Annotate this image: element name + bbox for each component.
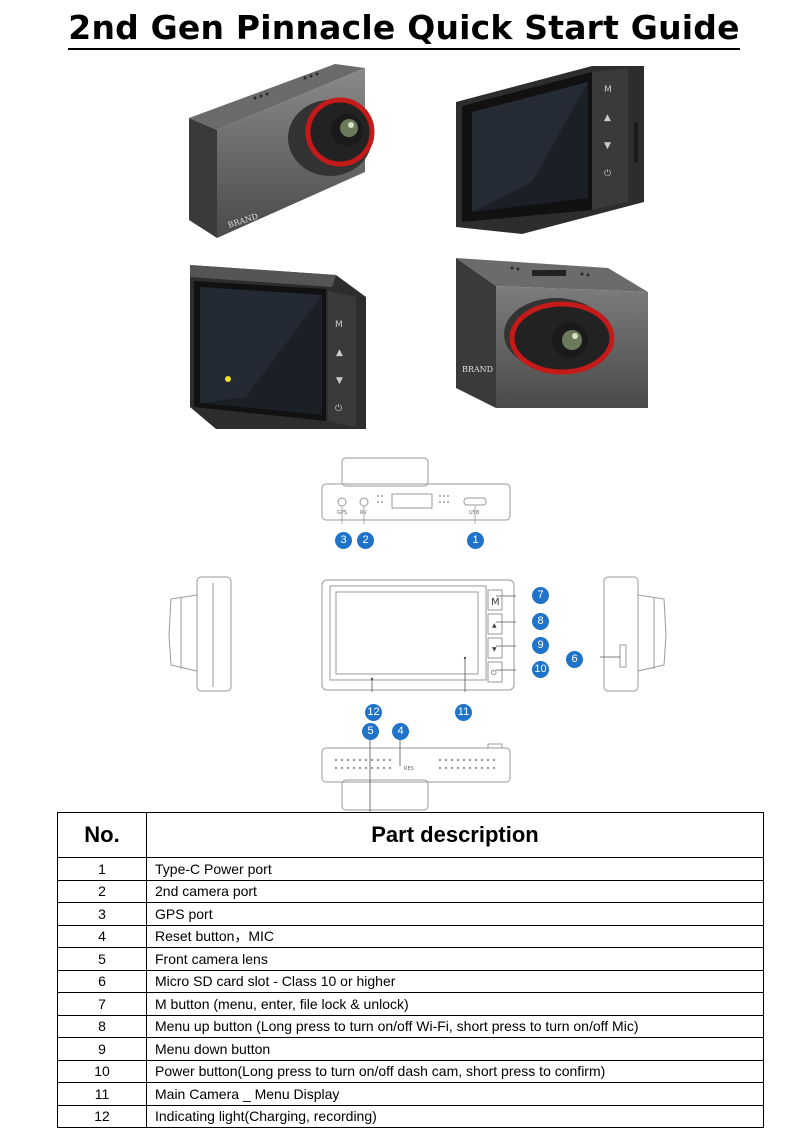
usb-label: USB — [469, 510, 480, 516]
m-button-glyph-2: M — [335, 320, 343, 330]
row-no: 6 — [57, 969, 147, 993]
down-button-diagram: ▼ — [492, 646, 497, 653]
page-title-text: 2nd Gen Pinnacle Quick Start Guide — [68, 8, 740, 50]
row-no: 2 — [57, 879, 147, 903]
row-desc: Micro SD card slot - Class 10 or higher — [146, 969, 764, 993]
row-desc: Menu down button — [146, 1037, 764, 1061]
up-button-glyph-2: ▲ — [336, 348, 343, 358]
callout-10: 10 — [532, 661, 549, 678]
row-desc: M button (menu, enter, file lock & unloc… — [146, 992, 764, 1016]
camera-photo-front-left: BRAND — [189, 64, 375, 238]
callout-12: 12 — [365, 704, 382, 721]
row-no: 11 — [57, 1082, 147, 1106]
row-no: 12 — [57, 1104, 147, 1128]
callout-2: 2 — [357, 532, 374, 549]
row-desc: Reset button，MIC — [146, 924, 764, 948]
row-no: 9 — [57, 1037, 147, 1061]
diagram-bottom-view: RES — [321, 738, 511, 812]
callout-4: 4 — [392, 723, 409, 740]
callout-5: 5 — [362, 723, 379, 740]
diagram-top-view: GPS RV USB — [321, 457, 511, 524]
row-no: 1 — [57, 857, 147, 881]
row-no: 8 — [57, 1014, 147, 1038]
res-label: RES — [404, 766, 414, 772]
row-desc: Indicating light(Charging, recording) — [146, 1104, 764, 1128]
row-no: 5 — [57, 947, 147, 971]
row-no: 4 — [57, 924, 147, 948]
diagram-rear-view: M ▲ ▼ ⏻ — [321, 579, 516, 692]
diagram-right-side — [600, 576, 667, 692]
up-button-diagram: ▲ — [492, 622, 497, 629]
callout-8: 8 — [532, 613, 549, 630]
page-title: 2nd Gen Pinnacle Quick Start Guide — [0, 8, 808, 50]
camera-photo-rear-left: M ▲ ▼ ⏻ — [190, 265, 366, 429]
row-desc: Menu up button (Long press to turn on/of… — [146, 1014, 764, 1038]
camera-photo-front-right: BRAND — [456, 258, 648, 408]
row-no: 3 — [57, 902, 147, 926]
m-button-diagram: M — [491, 597, 500, 608]
m-button-glyph: M — [604, 85, 612, 95]
up-button-glyph: ▲ — [604, 113, 611, 123]
row-desc: GPS port — [146, 902, 764, 926]
row-desc: Power button(Long press to turn on/off d… — [146, 1059, 764, 1083]
callout-3: 3 — [335, 532, 352, 549]
row-desc: Type-C Power port — [146, 857, 764, 881]
row-desc: Main Camera _ Menu Display — [146, 1082, 764, 1106]
camera-photo-rear-right: M ▲ ▼ ⏻ — [456, 66, 644, 234]
callout-7: 7 — [532, 587, 549, 604]
row-desc: Front camera lens — [146, 947, 764, 971]
down-button-glyph: ▼ — [604, 141, 611, 151]
table-header-row: No. Part description — [57, 812, 764, 858]
callout-9: 9 — [532, 637, 549, 654]
callout-6: 6 — [566, 651, 583, 668]
diagram-left-side — [168, 576, 232, 692]
header-no: No. — [57, 812, 147, 858]
brand-logo-2: BRAND — [462, 365, 493, 374]
power-button-diagram: ⏻ — [491, 669, 497, 677]
table-row: 6 Micro SD card slot - Class 10 or highe… — [57, 969, 764, 993]
power-button-glyph: ⏻ — [604, 168, 611, 179]
row-desc: 2nd camera port — [146, 879, 764, 903]
callout-1: 1 — [467, 532, 484, 549]
power-button-glyph-2: ⏻ — [335, 403, 342, 414]
callout-11: 11 — [455, 704, 472, 721]
row-no: 10 — [57, 1059, 147, 1083]
down-button-glyph-2: ▼ — [336, 376, 343, 386]
header-part-description: Part description — [146, 812, 764, 858]
row-no: 7 — [57, 992, 147, 1016]
